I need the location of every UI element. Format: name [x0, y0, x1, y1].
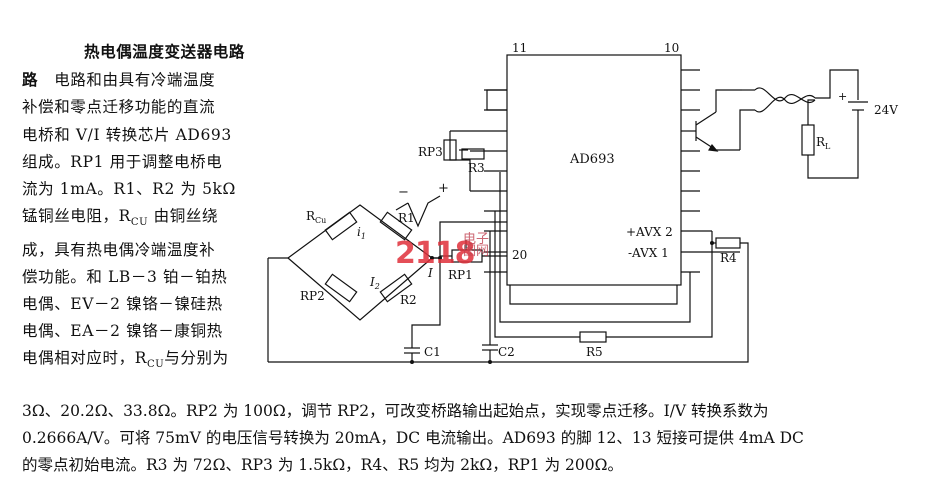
- text-line-6: 流为 1mA。R1、R2 为 5kΩ: [22, 180, 237, 199]
- rp1-label: RP1: [448, 268, 473, 282]
- text-line-4: 电桥和 V/I 转换芯片 AD693: [22, 125, 232, 144]
- article-title: 热电偶温度变送器电路: [84, 42, 246, 61]
- plus-label: +: [438, 181, 449, 196]
- c2-label: C2: [498, 345, 515, 359]
- text-line-3: 补偿和零点迁移功能的直流: [22, 98, 216, 117]
- rl-resistor: [801, 124, 815, 156]
- pin-11-label: 11: [512, 41, 527, 55]
- rp2-label: RP2: [300, 289, 325, 303]
- bottom-line-3: 的零点初始电流。R3 为 72Ω、RP3 为 1.5kΩ，R4、R5 均为 2k…: [22, 456, 623, 475]
- rp2-resistor: [324, 273, 358, 303]
- r1-label: R1: [398, 211, 415, 225]
- pin-20-label: 20: [512, 248, 527, 262]
- text-line-10: 电偶、EV－2 镍铬－镍硅热: [22, 294, 223, 313]
- text-line-9: 偿功能。和 LB－3 铂－铂热: [22, 267, 228, 286]
- r3-label: R3: [468, 161, 485, 175]
- r5-label: R5: [586, 345, 603, 359]
- bottom-line-1: 3Ω、20.2Ω、33.8Ω。RP2 为 100Ω，调节 RP2，可改变桥路输出…: [22, 402, 769, 420]
- pin-10-label: 10: [664, 41, 679, 55]
- supply-label: 24V: [874, 103, 898, 117]
- bottom-line-2: 0.2666A/V。可将 75mV 的电压信号转换为 20mA，DC 电流输出。…: [22, 429, 804, 448]
- supply-plus-label: +: [838, 90, 847, 103]
- rp3-label: RP3: [418, 145, 443, 159]
- description-text: 热电偶温度变送器电路 路 电路和由具有冷端温度 补偿和零点迁移功能的直流 电桥和…: [22, 38, 280, 379]
- i-label: I: [427, 266, 433, 280]
- r2-resistor: [379, 273, 413, 303]
- chip-label: AD693: [569, 152, 615, 167]
- text-line-8: 成，具有热电偶冷端温度补: [22, 240, 216, 259]
- text-line-2: 路 电路和由具有冷端温度: [22, 70, 216, 90]
- pin-avx2-label: +AVX 2: [626, 225, 673, 239]
- r4-resistor: [715, 237, 741, 249]
- r1-resistor: [379, 211, 413, 241]
- watermark-text: 电子 图网: [463, 232, 490, 259]
- text-line-11: 电偶、EA－2 镍铬－康铜热: [22, 322, 223, 341]
- i2-label: I2: [369, 275, 380, 291]
- watermark-logo: 2118: [395, 236, 475, 271]
- r4-label: R4: [720, 251, 737, 265]
- text-line-7: 锰铜丝电阻，RCU 由铜丝绕: [22, 207, 219, 229]
- r3-resistor: [461, 148, 485, 160]
- c1-label: C1: [424, 345, 441, 359]
- minus-label: −: [398, 185, 409, 200]
- r5-resistor: [579, 331, 607, 343]
- i1-label: i1: [357, 225, 366, 241]
- rcu-label: RCu: [306, 209, 326, 225]
- text-line-12: 电偶相对应时，RCU与分别为: [22, 349, 229, 371]
- description-bottom: 3Ω、20.2Ω、33.8Ω。RP2 为 100Ω，调节 RP2，可改变桥路输出…: [22, 398, 912, 480]
- ad693-chip: [506, 54, 682, 286]
- text-line-1: 热电偶温度变送器电路: [22, 38, 280, 66]
- rp3-potentiometer: [443, 139, 457, 161]
- text-line-5: 组成。RP1 用于调整电桥电: [22, 152, 223, 171]
- rcu-resistor: [324, 211, 358, 241]
- pin-avx1-label: -AVX 1: [628, 246, 669, 260]
- rl-label: RL: [816, 135, 831, 151]
- r2-label: R2: [400, 293, 417, 307]
